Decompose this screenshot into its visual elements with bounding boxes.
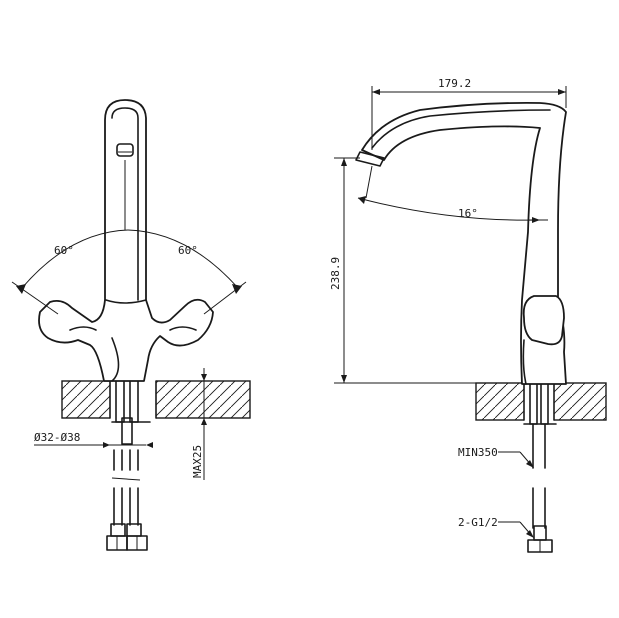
label-spout-angle: 16°	[458, 207, 478, 220]
aerator-side	[355, 151, 385, 167]
label-min-hose-length: MIN350	[458, 446, 498, 459]
label-handle-angle-right: 60°	[178, 244, 198, 257]
label-hole-diameter: Ø32-Ø38	[34, 431, 80, 444]
supply-hose-side	[527, 423, 553, 553]
angle-arc-left	[21, 229, 129, 289]
label-spout-reach: 179.2	[438, 77, 471, 90]
angle-arc-right	[127, 229, 239, 289]
label-connection-thread: 2-G1/2	[458, 516, 498, 529]
faucet-body-front	[38, 99, 214, 382]
aerator-front	[116, 143, 134, 157]
label-handle-angle-left: 60°	[54, 244, 74, 257]
side-view: 179.2 238.9 16° MIN350	[329, 77, 607, 553]
handle-side	[522, 295, 565, 346]
faucet-body-side	[361, 101, 567, 385]
angle-arc-spout	[357, 197, 541, 221]
supply-hoses-front	[106, 449, 148, 551]
label-max-deck-thickness: MAX25	[191, 445, 204, 478]
label-height: 238.9	[329, 257, 342, 290]
front-view: 60° 60° MAX25 Ø32-Ø38	[11, 99, 251, 551]
spout-outline	[111, 107, 139, 301]
